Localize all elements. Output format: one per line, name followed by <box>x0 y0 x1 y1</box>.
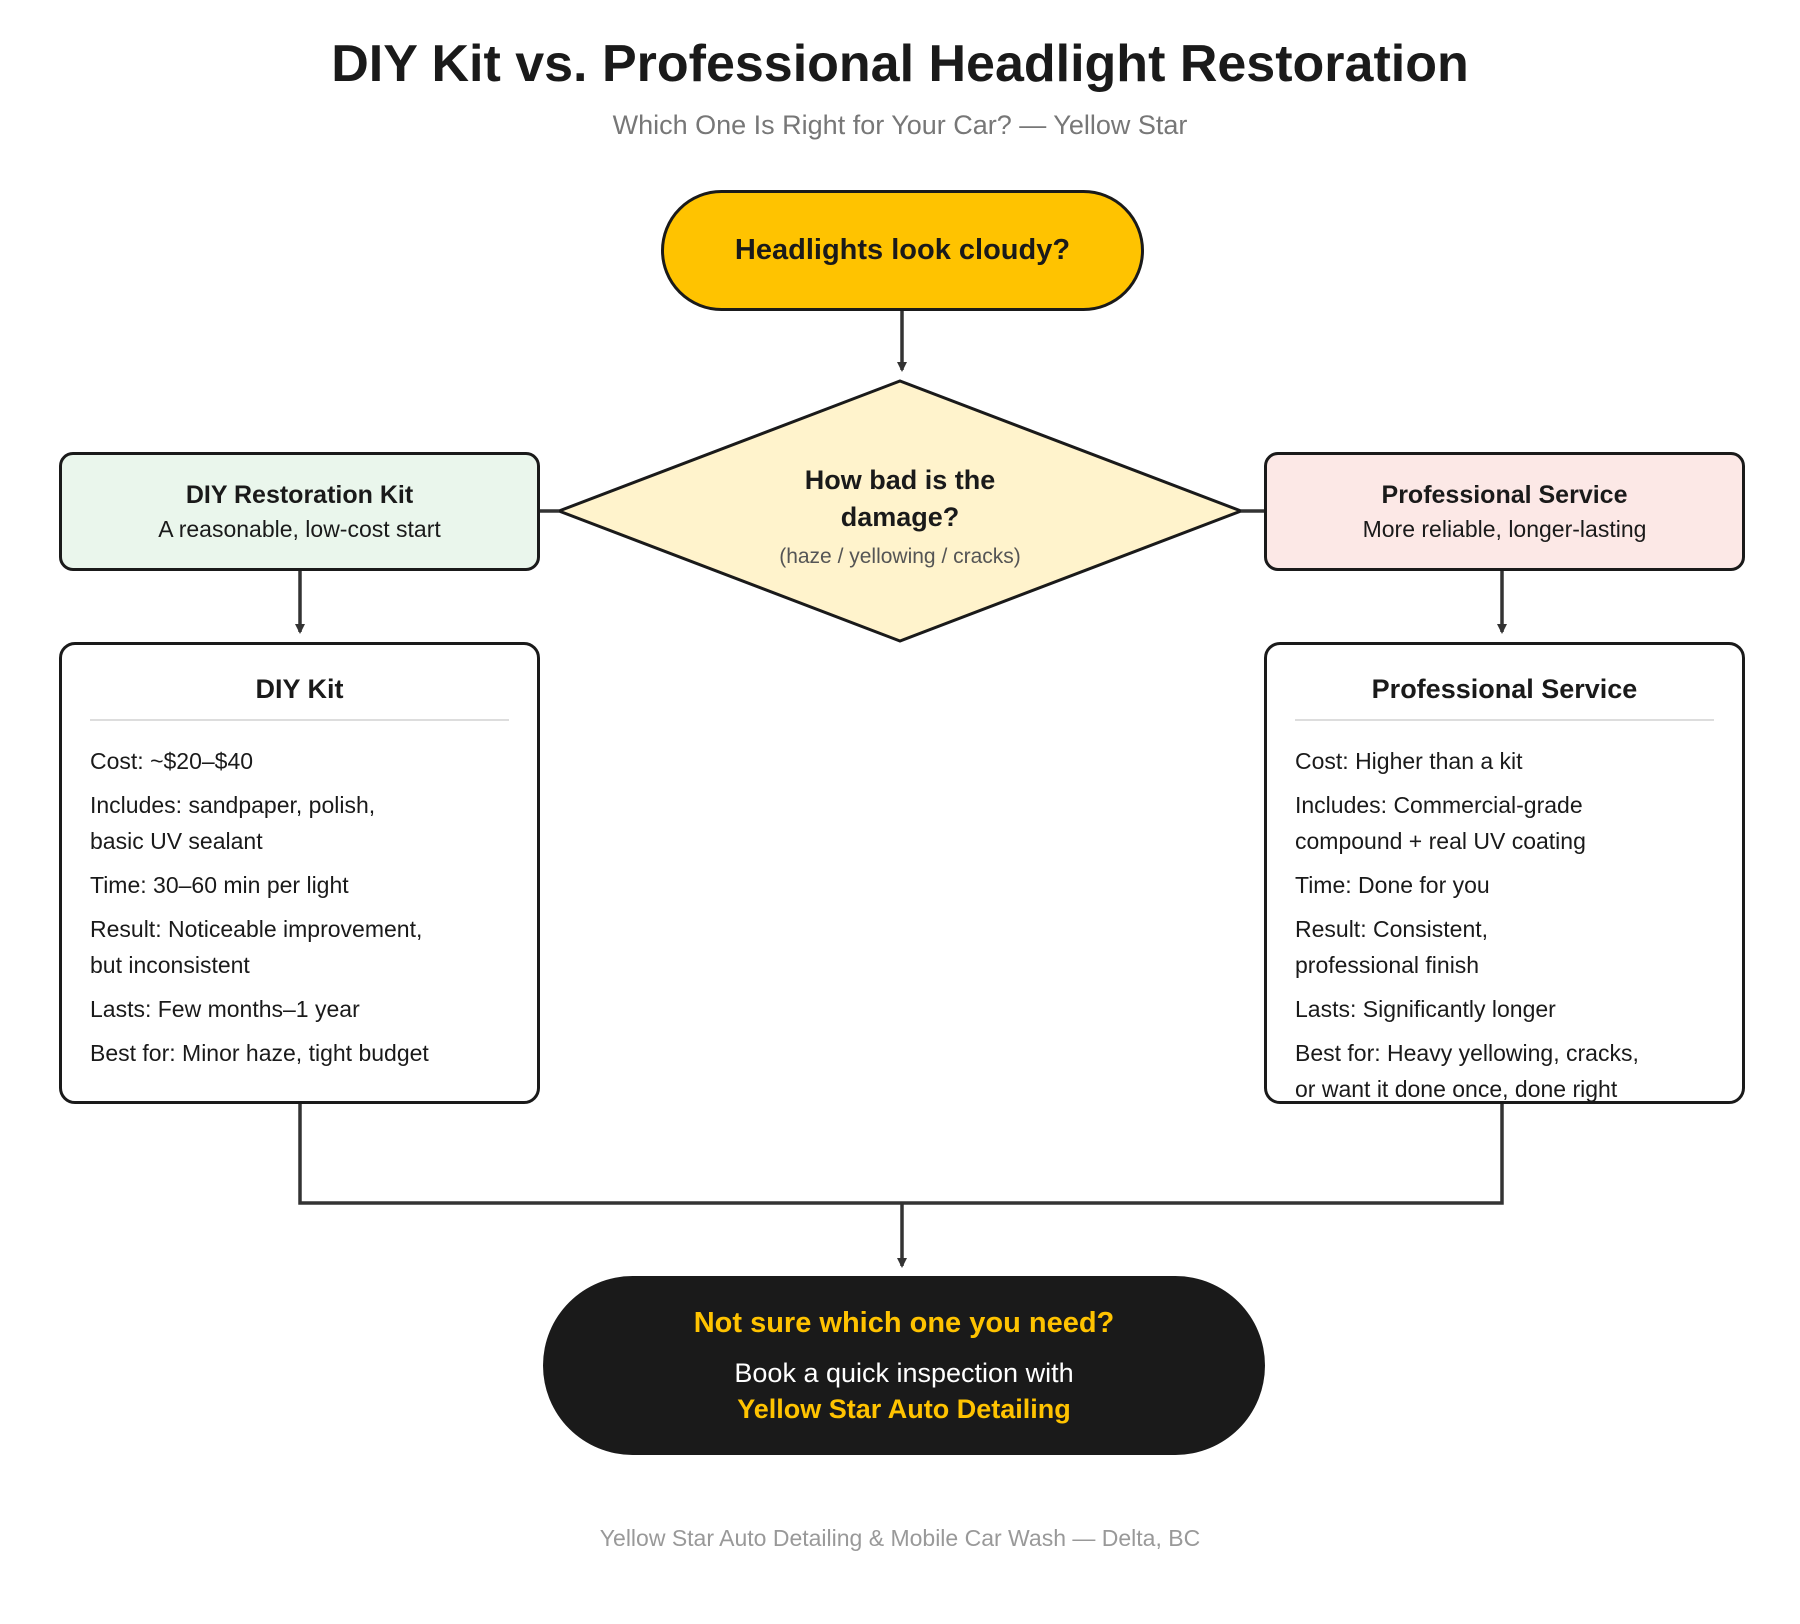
connector-pro-details-to-merge <box>902 1104 1504 1205</box>
diy-option-title: DIY Restoration Kit <box>185 480 414 509</box>
decision-hint: (haze / yellowing / cracks) <box>779 545 1021 568</box>
detail-text: Includes: sandpaper, polish, <box>90 792 376 818</box>
diy-detail-item: Lasts: Few months–1 year <box>90 991 509 1027</box>
diy-option-subtitle: A reasonable, low-cost start <box>158 515 441 542</box>
diy-detail-item: Best for: Minor haze, tight budget <box>90 1035 509 1071</box>
pro-detail-item: Lasts: Significantly longer <box>1295 991 1714 1027</box>
diy-detail-item: Includes: sandpaper, polish, basic UV se… <box>90 787 509 859</box>
diy-details-title: DIY Kit <box>90 671 509 721</box>
start-node: Headlights look cloudy? <box>661 190 1144 311</box>
detail-text: Result: Noticeable improvement, <box>90 916 423 942</box>
pro-detail-item: Includes: Commercial-grade compound + re… <box>1295 787 1714 859</box>
detail-text: Cost: Higher than a kit <box>1295 748 1523 774</box>
cta-banner: Not sure which one you need? Book a quic… <box>543 1276 1265 1455</box>
detail-text: Lasts: Few months–1 year <box>90 996 360 1022</box>
cta-line: Book a quick inspection with <box>734 1357 1074 1388</box>
start-label: Headlights look cloudy? <box>734 234 1071 266</box>
diy-detail-item: Result: Noticeable improvement, but inco… <box>90 911 509 983</box>
detail-text: Best for: Minor haze, tight budget <box>90 1040 429 1066</box>
cta-brand: Yellow Star Auto Detailing <box>737 1393 1071 1424</box>
pro-detail-item: Best for: Heavy yellowing, cracks, or wa… <box>1295 1035 1714 1107</box>
decision-text: How bad is the damage? (haze / yellowing… <box>700 462 1100 569</box>
pro-detail-item: Cost: Higher than a kit <box>1295 743 1714 779</box>
diy-option-box: DIY Restoration Kit A reasonable, low-co… <box>59 452 540 571</box>
decision-question: How bad is the damage? <box>700 462 1100 536</box>
page-subtitle: Which One Is Right for Your Car? — Yello… <box>612 110 1188 140</box>
decision-diamond <box>554 379 1246 643</box>
detail-text: Result: Consistent, <box>1295 916 1489 942</box>
detail-text: Best for: Heavy yellowing, cracks, <box>1295 1040 1639 1066</box>
detail-text: but inconsistent <box>90 952 250 978</box>
pro-details-card: Professional Service Cost: Higher than a… <box>1264 642 1745 1104</box>
detail-text: Time: 30–60 min per light <box>90 872 349 898</box>
detail-text: Lasts: Significantly longer <box>1295 996 1556 1022</box>
footer-text: Yellow Star Auto Detailing & Mobile Car … <box>599 1525 1201 1551</box>
detail-text: compound + real UV coating <box>1295 828 1586 854</box>
diy-detail-item: Time: 30–60 min per light <box>90 867 509 903</box>
detail-text: Cost: ~$20–$40 <box>90 748 254 774</box>
detail-text: Includes: Commercial-grade <box>1295 792 1583 818</box>
diy-detail-item: Cost: ~$20–$40 <box>90 743 509 779</box>
detail-text: or want it done once, done right <box>1295 1076 1618 1102</box>
pro-details-title: Professional Service <box>1295 671 1714 721</box>
diy-details-card: DIY Kit Cost: ~$20–$40 Includes: sandpap… <box>59 642 540 1104</box>
connector-diy-details-to-merge <box>298 1104 902 1205</box>
pro-detail-item: Time: Done for you <box>1295 867 1714 903</box>
page-title: DIY Kit vs. Professional Headlight Resto… <box>331 35 1469 93</box>
detail-text: basic UV sealant <box>90 828 263 854</box>
detail-text: Time: Done for you <box>1295 872 1490 898</box>
cta-question: Not sure which one you need? <box>693 1306 1115 1339</box>
pro-detail-item: Result: Consistent, professional finish <box>1295 911 1714 983</box>
decision-question-line: How bad is the <box>804 465 996 495</box>
pro-option-title: Professional Service <box>1381 480 1628 509</box>
decision-question-line: damage? <box>840 502 960 532</box>
detail-text: professional finish <box>1295 952 1480 978</box>
pro-option-subtitle: More reliable, longer-lasting <box>1362 515 1647 542</box>
pro-option-box: Professional Service More reliable, long… <box>1264 452 1745 571</box>
